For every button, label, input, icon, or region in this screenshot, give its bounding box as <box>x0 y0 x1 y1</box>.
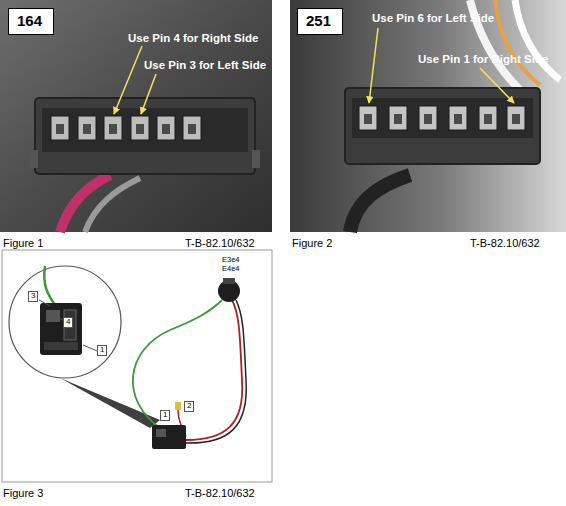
figure-reference: T-B-82.10/632 <box>470 237 540 249</box>
pin-note: Use Pin 3 for Left Side <box>144 59 266 72</box>
part-code: E3e4 <box>222 256 240 264</box>
figure-number: 251 <box>298 9 342 32</box>
photo-figure-2 <box>290 0 566 232</box>
pin-note: Use Pin 4 for Right Side <box>128 32 258 45</box>
figure-number-box: 251 <box>297 8 343 35</box>
pin-note: Use Pin 6 for Left Side <box>372 12 494 25</box>
pin-note: Use Pin 1 for Right Side <box>418 53 548 66</box>
figure-reference: T-B-82.10/632 <box>185 237 255 249</box>
drawing-figure-3 <box>2 250 272 482</box>
callout-number: 2 <box>184 401 194 412</box>
callout-number: 1 <box>97 345 107 356</box>
photo-figure-1 <box>0 0 272 232</box>
part-code: E4e4 <box>222 265 240 273</box>
figure-caption: Figure 3 <box>3 487 43 499</box>
callout-number: 4 <box>63 317 73 328</box>
figure-caption: Figure 2 <box>292 237 332 249</box>
callout-number: 1 <box>160 410 170 421</box>
figure-caption: Figure 1 <box>3 237 43 249</box>
callout-number: 3 <box>28 291 38 302</box>
figure-number: 164 <box>9 9 53 32</box>
figure-number-box: 164 <box>8 8 54 35</box>
figure-reference: T-B-82.10/632 <box>185 487 255 499</box>
